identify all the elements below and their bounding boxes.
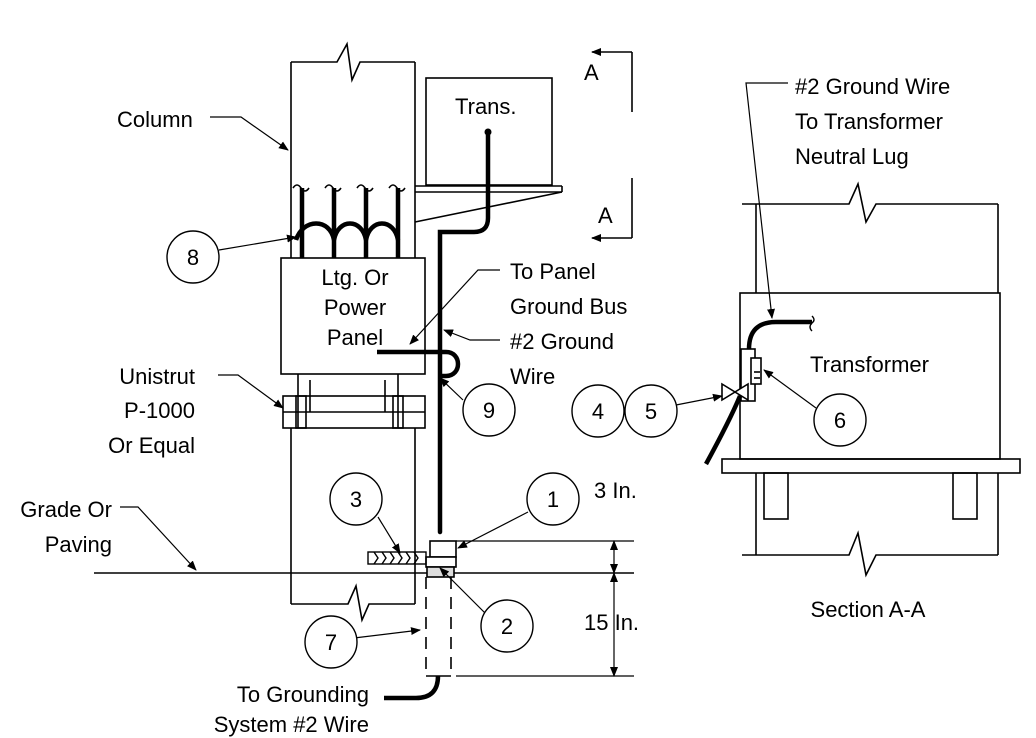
callout-6-circle — [813, 393, 867, 447]
callout-1: 1 — [547, 487, 559, 512]
label-xfmr-line-2: To Transformer — [795, 109, 943, 134]
label-column: Column — [117, 107, 193, 132]
conduit-cut-marks — [292, 184, 406, 192]
label-panel-line-1: Ltg. Or — [321, 265, 388, 290]
neutral-wire-cut — [809, 315, 815, 332]
panel — [280, 257, 426, 375]
ground-wire-to-panel — [377, 349, 461, 379]
callout-3-circle — [329, 472, 383, 526]
label-unistrut-line-1: Unistrut — [119, 364, 195, 389]
callout-4: 4 — [592, 399, 604, 424]
callout-leaders — [218, 234, 817, 639]
transformer-base — [721, 458, 1021, 474]
label-to-panel-ground: To Panel Ground Bus #2 Ground Wire — [510, 259, 627, 389]
label-grade-line-2: Paving — [45, 532, 112, 557]
label-xfmr-line-3: Neutral Lug — [795, 144, 909, 169]
callout-7-circle — [304, 615, 358, 669]
label-section-a-bottom: A — [598, 203, 613, 228]
column-break-top — [291, 41, 415, 83]
callout-3: 3 — [350, 487, 362, 512]
callout-7: 7 — [325, 630, 337, 655]
callout-8-circle — [166, 230, 220, 284]
callout-2-circle — [480, 599, 534, 653]
label-to-panel-line-1: To Panel — [510, 259, 596, 284]
label-unistrut: Unistrut P-1000 Or Equal — [108, 364, 195, 458]
label-transformer: Transformer — [810, 352, 929, 377]
ground-wire-main — [437, 129, 491, 535]
label-trans: Trans. — [455, 94, 517, 119]
label-to-grounding-line-2: System #2 Wire — [214, 712, 369, 737]
label-dim-15in: 15 In. — [584, 610, 639, 635]
label-to-panel-line-4: Wire — [510, 364, 555, 389]
callout-numbers: 8 9 3 1 2 7 4 5 6 — [187, 245, 846, 655]
callout-9: 9 — [483, 398, 495, 423]
callout-4-circle — [571, 384, 625, 438]
label-section-title: Section A-A — [811, 597, 926, 622]
label-unistrut-line-2: P-1000 — [124, 398, 195, 423]
callout-6: 6 — [834, 408, 846, 433]
callout-5-circle — [624, 384, 678, 438]
label-to-panel-line-3: #2 Ground — [510, 329, 614, 354]
label-section-a-top: A — [584, 60, 599, 85]
label-panel: Ltg. Or Power Panel — [321, 265, 388, 350]
label-panel-line-2: Power — [324, 295, 386, 320]
column-break-bottom — [291, 583, 415, 623]
callout-8: 8 — [187, 245, 199, 270]
ground-connector — [721, 382, 749, 402]
ground-clamp — [425, 540, 457, 578]
callout-circles — [166, 230, 867, 669]
label-dim-3in: 3 In. — [594, 478, 637, 503]
panel-box — [280, 257, 426, 375]
label-grade-line-1: Grade Or — [20, 497, 112, 522]
label-panel-line-3: Panel — [327, 325, 383, 350]
transformer-terminal-dot — [484, 128, 492, 136]
section-a-a — [721, 181, 1021, 578]
column — [290, 41, 416, 623]
label-unistrut-line-3: Or Equal — [108, 433, 195, 458]
label-to-panel-line-2: Ground Bus — [510, 294, 627, 319]
leader-lines — [120, 82, 788, 571]
label-ground-wire-xfmr: #2 Ground Wire To Transformer Neutral Lu… — [795, 74, 950, 169]
callout-1-circle — [526, 472, 580, 526]
ground-rod — [425, 577, 452, 677]
label-to-grounding-line-1: To Grounding — [237, 682, 369, 707]
label-to-grounding: To Grounding System #2 Wire — [214, 682, 369, 737]
hatched-sleeve — [367, 551, 427, 565]
bonding-jumper — [293, 221, 401, 241]
unistrut — [282, 374, 426, 429]
section-cut-marker — [591, 48, 633, 242]
label-xfmr-line-1: #2 Ground Wire — [795, 74, 950, 99]
callout-2: 2 — [501, 614, 513, 639]
callout-9-circle — [462, 383, 516, 437]
label-grade: Grade Or Paving — [20, 497, 112, 557]
ground-wire-to-system — [384, 675, 441, 701]
ground-wire-section — [704, 395, 743, 466]
neutral-wire-in — [746, 319, 812, 350]
callout-5: 5 — [645, 399, 657, 424]
dimension-lines — [456, 540, 634, 677]
panel-conduits — [299, 188, 401, 258]
